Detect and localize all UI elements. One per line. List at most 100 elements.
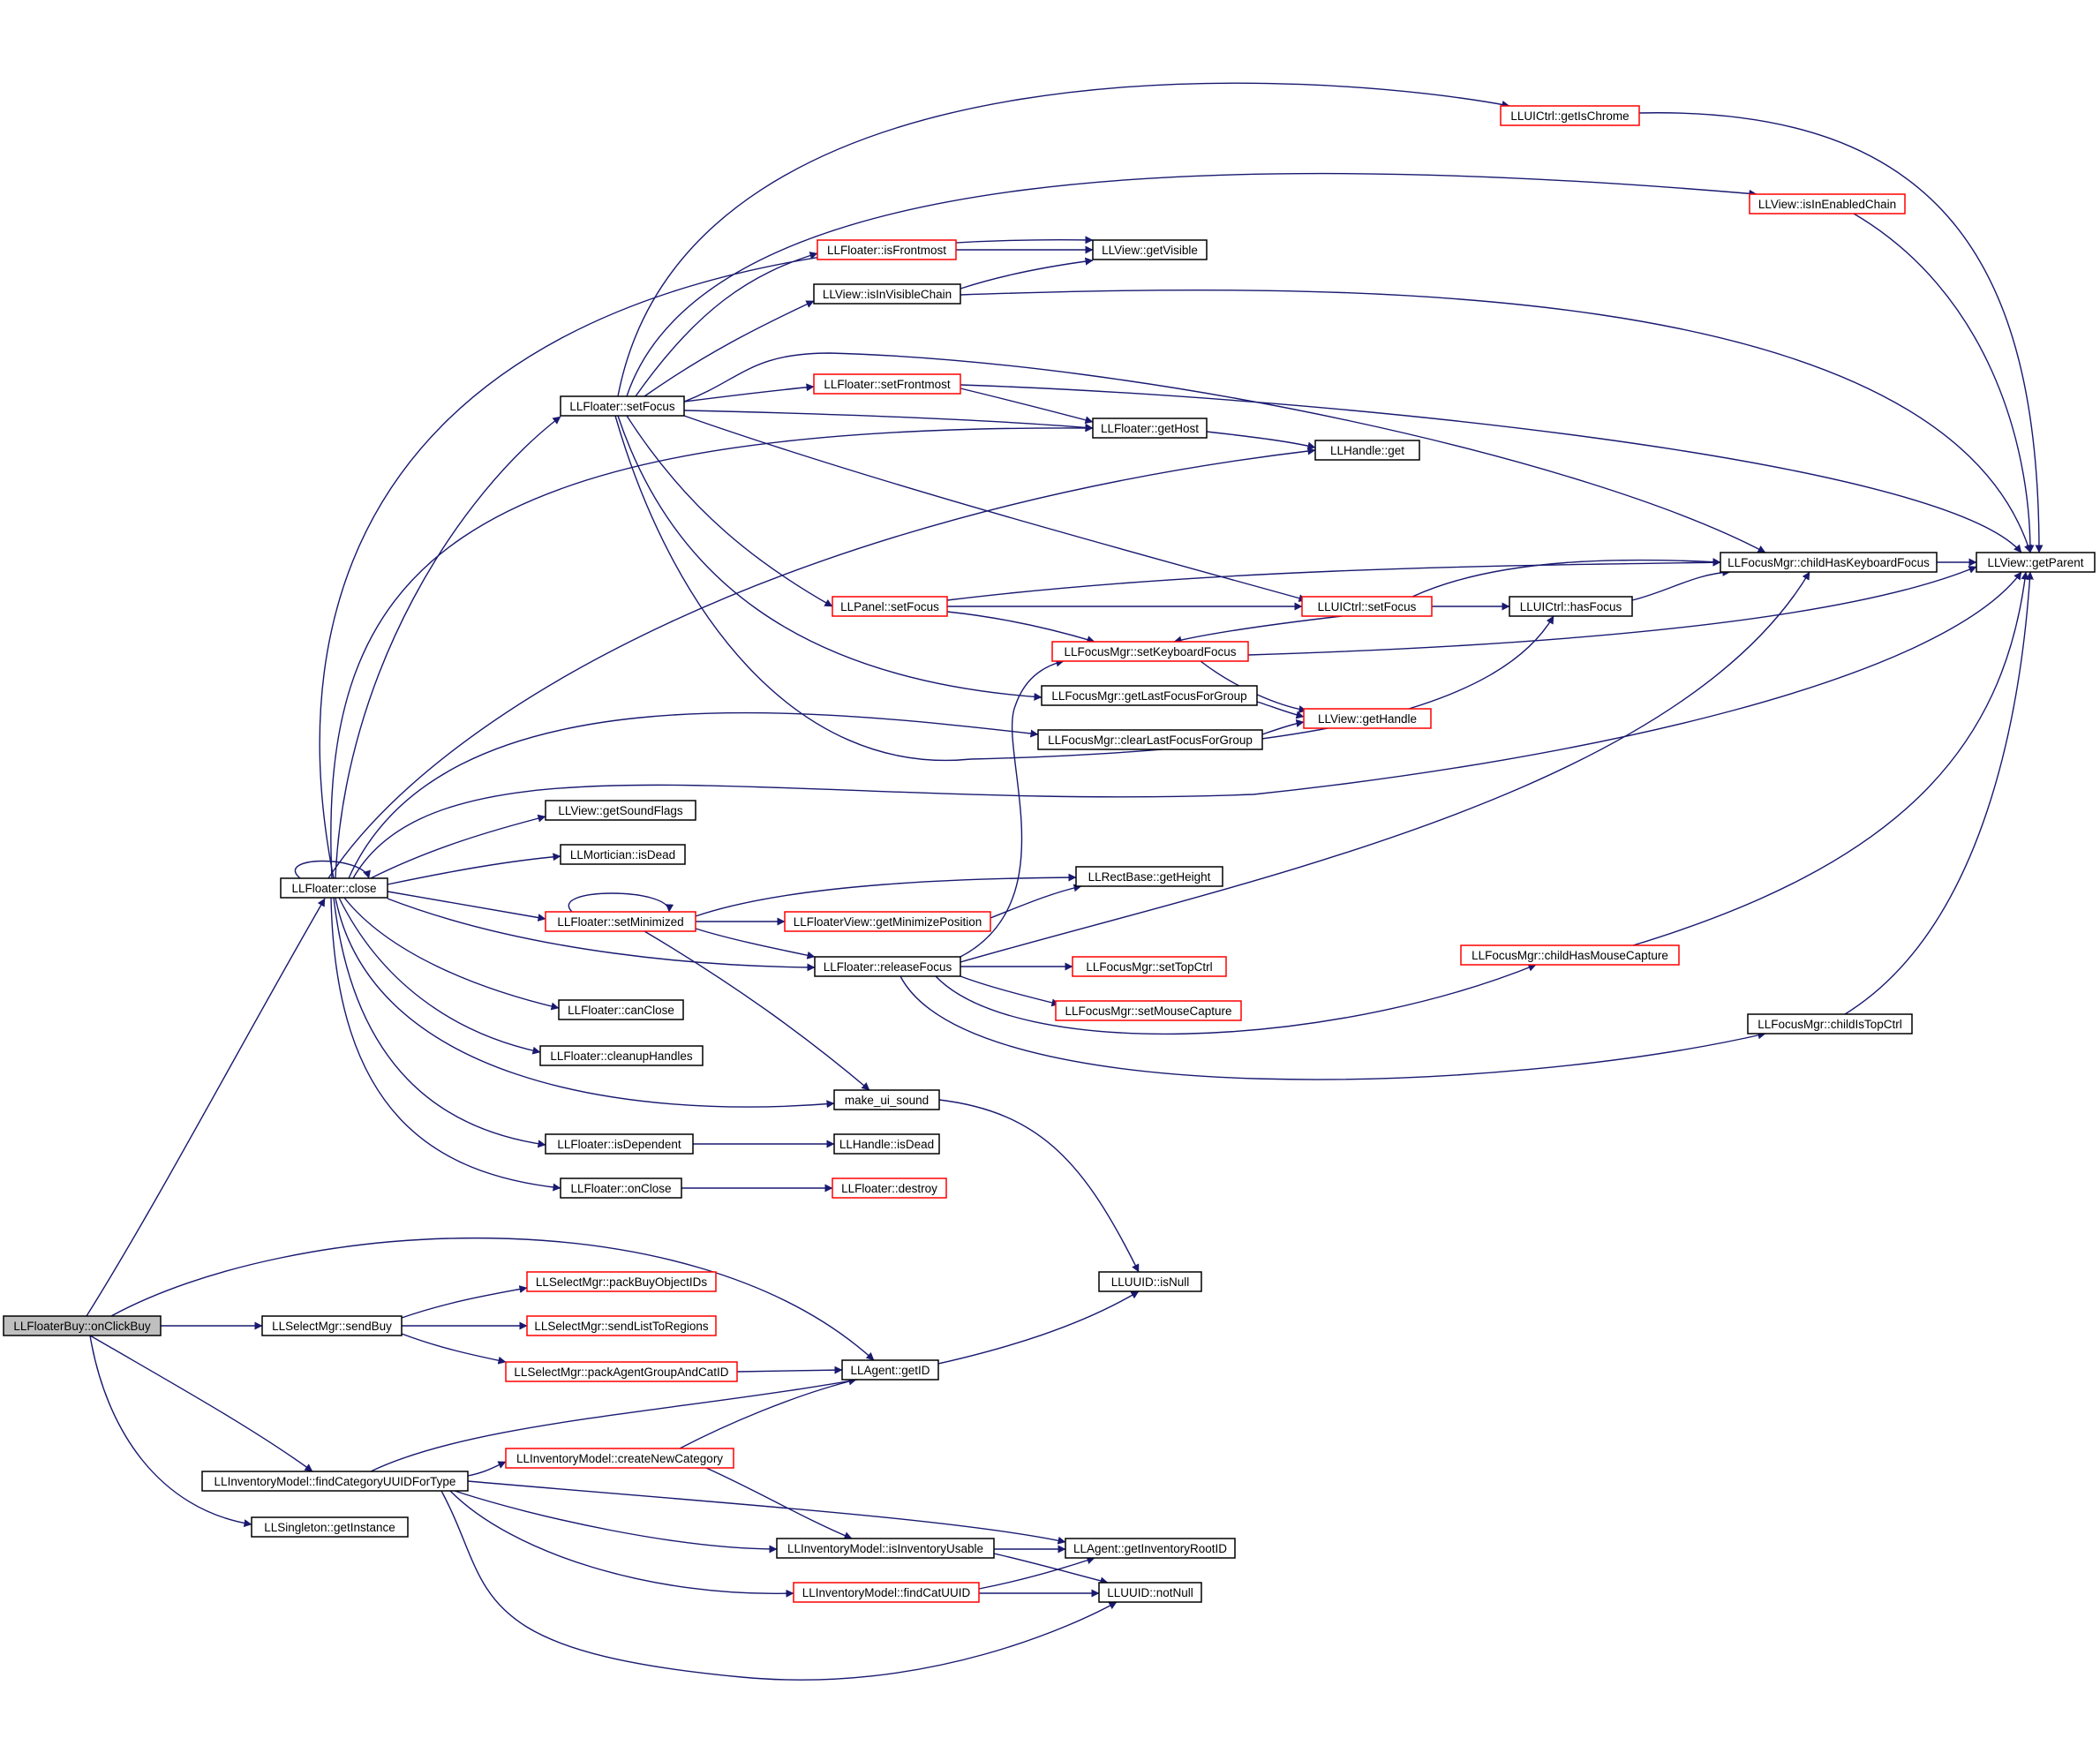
edge-isInvUsable-to-notNull bbox=[993, 1553, 1109, 1585]
node-label: LLView::isInEnabledChain bbox=[1758, 198, 1896, 211]
edge-setFocus-to-getHost bbox=[683, 410, 1094, 432]
edge-close-to-clearLastFocus bbox=[348, 711, 1039, 879]
node-getHost[interactable]: LLFloater::getHost bbox=[1092, 418, 1208, 439]
node-label: LLFocusMgr::childHasMouseCapture bbox=[1472, 949, 1668, 962]
edge-close-to-isDeadMort bbox=[387, 853, 561, 885]
node-handleIsDead[interactable]: LLHandle::isDead bbox=[833, 1133, 940, 1155]
node-box bbox=[1509, 596, 1633, 617]
node-hasFocus[interactable]: LLUICtrl::hasFocus bbox=[1509, 596, 1633, 617]
node-box bbox=[526, 1315, 717, 1336]
node-label: LLSelectMgr::sendBuy bbox=[272, 1320, 392, 1333]
node-label: LLSelectMgr::packBuyObjectIDs bbox=[536, 1275, 708, 1289]
node-notNull[interactable]: LLUUID::notNull bbox=[1098, 1582, 1202, 1603]
node-label: LLUICtrl::getIsChrome bbox=[1510, 109, 1629, 123]
node-packBuy[interactable]: LLSelectMgr::packBuyObjectIDs bbox=[526, 1271, 717, 1292]
edge-close-to-close bbox=[294, 860, 371, 879]
node-label: LLRectBase::getHeight bbox=[1088, 870, 1211, 884]
node-box bbox=[1037, 729, 1263, 750]
node-label: LLFloater::cleanupHandles bbox=[550, 1050, 693, 1063]
edge-packAgent-to-getID bbox=[736, 1366, 843, 1374]
edge-sendBuy-to-packBuy bbox=[401, 1285, 528, 1319]
node-close[interactable]: LLFloater::close bbox=[280, 877, 388, 899]
node-releaseFocus[interactable]: LLFloater::releaseFocus bbox=[814, 956, 961, 977]
node-findCatUUID[interactable]: LLInventoryModel::findCatUUID bbox=[793, 1582, 980, 1603]
node-isDeadMort[interactable]: LLMortician::isDead bbox=[560, 844, 686, 865]
edge-close-to-setFocus bbox=[335, 416, 561, 879]
node-getVisible[interactable]: LLView::getVisible bbox=[1092, 239, 1208, 260]
node-sendList[interactable]: LLSelectMgr::sendListToRegions bbox=[526, 1315, 717, 1336]
node-box bbox=[1075, 866, 1223, 887]
node-box bbox=[505, 1361, 738, 1382]
node-isInvUsable[interactable]: LLInventoryModel::isInventoryUsable bbox=[776, 1538, 995, 1559]
node-label: LLFloaterBuy::onClickBuy bbox=[13, 1320, 151, 1333]
node-setKeyboardFocus[interactable]: LLFocusMgr::setKeyboardFocus bbox=[1051, 641, 1249, 662]
node-setFrontmost[interactable]: LLFloater::setFrontmost bbox=[813, 373, 961, 395]
node-sendBuy[interactable]: LLSelectMgr::sendBuy bbox=[261, 1315, 403, 1336]
node-box bbox=[560, 395, 685, 417]
edge-close-to-releaseFocus bbox=[387, 898, 816, 972]
edge-onClickBuy-to-close bbox=[86, 898, 326, 1317]
node-panelSetFocus[interactable]: LLPanel::setFocus bbox=[832, 596, 948, 617]
edge-close-to-setMinimized bbox=[387, 891, 546, 922]
node-isNull[interactable]: LLUUID::isNull bbox=[1098, 1271, 1202, 1292]
node-destroy[interactable]: LLFloater::destroy bbox=[832, 1177, 947, 1199]
node-label: LLFloater::isFrontmost bbox=[827, 244, 946, 257]
node-getInstance[interactable]: LLSingleton::getInstance bbox=[251, 1516, 409, 1538]
node-packAgent[interactable]: LLSelectMgr::packAgentGroupAndCatID bbox=[505, 1361, 738, 1382]
node-getIsChrome[interactable]: LLUICtrl::getIsChrome bbox=[1500, 105, 1640, 126]
edge-setFocus-to-hasFocus bbox=[614, 415, 1554, 762]
node-getHeight[interactable]: LLRectBase::getHeight bbox=[1075, 866, 1223, 887]
node-getID[interactable]: LLAgent::getID bbox=[841, 1359, 939, 1381]
node-childHasMouse[interactable]: LLFocusMgr::childHasMouseCapture bbox=[1460, 944, 1680, 966]
edge-childIsTop-to-getParent bbox=[1844, 571, 2034, 1015]
node-box bbox=[560, 1177, 682, 1199]
node-isInVisibleChain[interactable]: LLView::isInVisibleChain bbox=[813, 283, 961, 305]
node-label: LLInventoryModel::findCategoryUUIDForTyp… bbox=[215, 1475, 456, 1488]
node-cleanupHandles[interactable]: LLFloater::cleanupHandles bbox=[539, 1045, 704, 1066]
node-box bbox=[505, 1448, 734, 1469]
node-isDependent[interactable]: LLFloater::isDependent bbox=[545, 1133, 694, 1155]
node-childIsTop[interactable]: LLFocusMgr::childIsTopCtrl bbox=[1747, 1013, 1913, 1035]
node-setFocus[interactable]: LLFloater::setFocus bbox=[560, 395, 685, 417]
edge-close-to-getSoundFlags bbox=[370, 814, 546, 879]
edge-onClickBuy-to-findCat bbox=[89, 1335, 313, 1472]
edge-createNewCat-to-isInvUsable bbox=[705, 1467, 853, 1539]
edge-releaseFocus-to-childHasMouse bbox=[935, 964, 1537, 1035]
node-isInEnabledChain[interactable]: LLView::isInEnabledChain bbox=[1749, 193, 1906, 214]
node-canClose[interactable]: LLFloater::canClose bbox=[558, 999, 684, 1020]
node-getLastFocus[interactable]: LLFocusMgr::getLastFocusForGroup bbox=[1041, 685, 1258, 706]
node-getParent[interactable]: LLView::getParent bbox=[1976, 552, 2096, 573]
edge-setFocus-to-childHasKbd bbox=[683, 352, 1766, 553]
node-label: LLFloater::onClose bbox=[570, 1182, 671, 1195]
node-label: LLView::getHandle bbox=[1318, 712, 1417, 726]
node-box bbox=[832, 1177, 947, 1199]
edge-releaseFocus-to-setKeyboardFocus bbox=[960, 658, 1065, 958]
edge-close-to-isDependent bbox=[333, 897, 546, 1148]
node-setMinimized[interactable]: LLFloater::setMinimized bbox=[545, 911, 696, 932]
node-floaterViewMin[interactable]: LLFloaterView::getMinimizePosition bbox=[784, 911, 991, 932]
node-childHasKbd[interactable]: LLFocusMgr::childHasKeyboardFocus bbox=[1720, 552, 1938, 573]
node-onClickBuy[interactable]: LLFloaterBuy::onClickBuy bbox=[3, 1315, 162, 1336]
node-findCat[interactable]: LLInventoryModel::findCategoryUUIDForTyp… bbox=[201, 1471, 469, 1492]
node-setTopCtrl[interactable]: LLFocusMgr::setTopCtrl bbox=[1072, 956, 1227, 977]
node-getHandle[interactable]: LLView::getHandle bbox=[1303, 708, 1432, 729]
node-isFrontmost[interactable]: LLFloater::isFrontmost bbox=[817, 239, 957, 260]
node-box bbox=[813, 373, 961, 395]
node-label: LLFocusMgr::clearLastFocusForGroup bbox=[1048, 734, 1253, 747]
node-getInvRoot[interactable]: LLAgent::getInventoryRootID bbox=[1065, 1538, 1236, 1559]
node-getSoundFlags[interactable]: LLView::getSoundFlags bbox=[545, 800, 696, 821]
edge-onClickBuy-to-getID bbox=[110, 1238, 875, 1361]
node-box bbox=[545, 911, 696, 932]
node-setMouseCapture[interactable]: LLFocusMgr::setMouseCapture bbox=[1055, 1000, 1242, 1021]
node-box bbox=[1749, 193, 1906, 214]
node-makeUiSound[interactable]: make_ui_sound bbox=[833, 1089, 940, 1110]
node-uiSetFocus[interactable]: LLUICtrl::setFocus bbox=[1301, 596, 1433, 617]
node-clearLastFocus[interactable]: LLFocusMgr::clearLastFocusForGroup bbox=[1037, 729, 1263, 750]
node-onClose[interactable]: LLFloater::onClose bbox=[560, 1177, 682, 1199]
node-box bbox=[1072, 956, 1227, 977]
node-createNewCat[interactable]: LLInventoryModel::createNewCategory bbox=[505, 1448, 734, 1469]
node-box bbox=[817, 239, 957, 260]
node-label: LLFloater::setMinimized bbox=[557, 915, 683, 929]
node-handleGet[interactable]: LLHandle::get bbox=[1314, 440, 1420, 461]
node-label: LLMortician::isDead bbox=[570, 848, 675, 861]
